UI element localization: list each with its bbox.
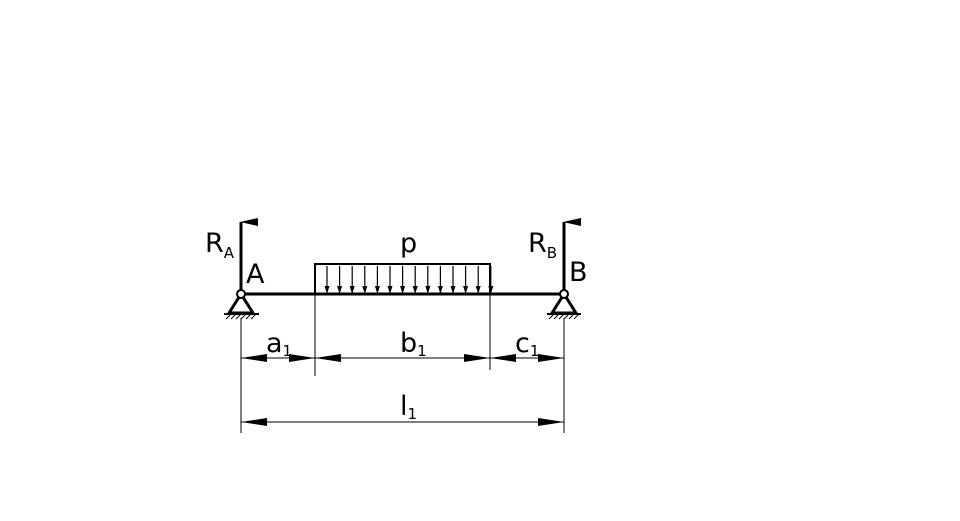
dimension-a xyxy=(241,354,315,362)
load-arrow xyxy=(387,266,393,294)
load-arrow xyxy=(437,266,443,294)
distributed-load xyxy=(314,263,494,295)
ground-hatch-left xyxy=(225,313,257,320)
reaction-label-left: RA xyxy=(205,228,235,262)
dimension-label-c: c1 xyxy=(515,328,539,360)
load-arrow xyxy=(488,266,494,294)
load-arrow xyxy=(324,266,330,294)
support-label-left: A xyxy=(246,259,265,290)
dimension-b xyxy=(315,354,490,362)
dimension-label-l: l1 xyxy=(400,391,417,423)
dimension-label-b: b1 xyxy=(400,328,427,360)
load-arrow xyxy=(425,266,431,294)
reaction-label-right: RB xyxy=(528,228,557,262)
support-right xyxy=(547,289,581,320)
dimension-c xyxy=(490,354,564,362)
dimension-label-a: a1 xyxy=(266,328,292,360)
dimension-lines xyxy=(241,354,564,426)
load-arrow xyxy=(400,266,406,294)
load-arrow xyxy=(412,266,418,294)
load-arrow xyxy=(463,266,469,294)
load-arrow xyxy=(349,266,355,294)
load-arrow xyxy=(362,266,368,294)
dimension-l xyxy=(241,418,564,426)
extension-lines xyxy=(240,294,565,433)
load-arrow xyxy=(475,266,481,294)
load-arrows xyxy=(324,266,494,294)
ground-hatch-right xyxy=(548,313,580,320)
load-arrow xyxy=(450,266,456,294)
support-label-right: B xyxy=(569,257,588,288)
load-label: p xyxy=(400,228,417,259)
load-arrow xyxy=(337,266,343,294)
load-arrow xyxy=(374,266,380,294)
